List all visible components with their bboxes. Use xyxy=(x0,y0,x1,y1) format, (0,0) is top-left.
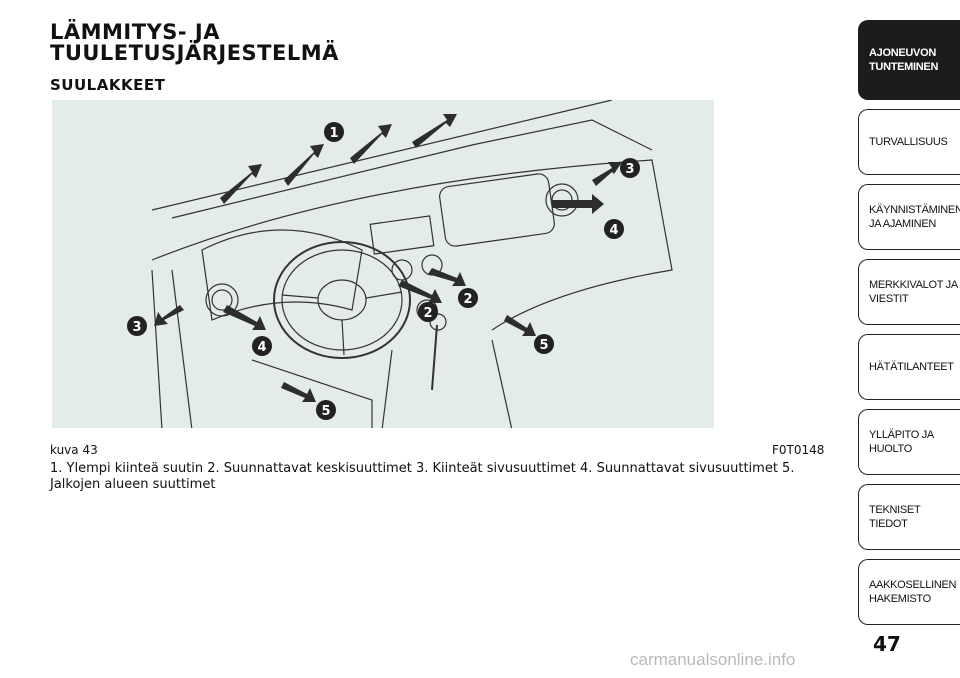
subsection-title: SUULAKKEET xyxy=(50,76,166,94)
tab-turvallisuus[interactable]: TURVALLISUUS xyxy=(858,109,960,175)
gear-lever xyxy=(431,324,438,391)
gear-knob xyxy=(429,313,447,331)
airflow-arrow-right-fixed xyxy=(592,162,622,186)
airflow-arrow-top-3 xyxy=(350,124,392,164)
title-line-1: LÄMMITYS- JA xyxy=(50,20,220,44)
left-side-vent-inner xyxy=(211,289,233,311)
dash-outline xyxy=(151,159,673,331)
center-display xyxy=(369,215,435,255)
figure-label: kuva 43 xyxy=(50,443,98,457)
left-door-panel xyxy=(151,269,193,428)
airflow-arrow-foot-right xyxy=(504,315,536,336)
tab-label: HAKEMISTO xyxy=(869,593,931,605)
tab-label: HÄTÄTILANTEET xyxy=(869,361,954,373)
dashboard-drawing xyxy=(151,100,673,428)
tab-kaynnistaminen[interactable]: KÄYNNISTÄMINEN JA AJAMINEN xyxy=(858,184,960,250)
page-number: 47 xyxy=(873,632,901,656)
airflow-arrow-top-4 xyxy=(412,114,457,148)
tab-label: TEKNISET TIEDOT xyxy=(869,504,921,530)
tab-tekniset-tiedot[interactable]: TEKNISET TIEDOT xyxy=(858,484,960,550)
dashboard-vents-illustration xyxy=(52,100,714,428)
watermark: carmanualsonline.info xyxy=(630,650,796,669)
airflow-arrow-left-side xyxy=(223,305,266,330)
tab-aakkosellinen-hakemisto[interactable]: AAKKOSELLINEN HAKEMISTO xyxy=(858,559,960,625)
tab-label: AAKKOSELLINEN xyxy=(869,579,957,591)
steering-wheel-inner xyxy=(281,249,403,351)
tab-label: KÄYNNISTÄMINEN xyxy=(869,204,960,216)
left-side-vent xyxy=(205,283,239,317)
airflow-arrow-left-fixed xyxy=(154,305,184,326)
tab-label: YLLÄPITO JA HUOLTO xyxy=(869,429,934,455)
figure-caption: 1. Ylempi kiinteä suutin 2. Suunnattavat… xyxy=(50,461,795,492)
glovebox xyxy=(439,173,555,247)
steering-spokes xyxy=(281,291,403,356)
airflow-arrow-center-2 xyxy=(428,268,466,286)
tab-label: MERKKIVALOT JA xyxy=(869,279,958,291)
figure-code: F0T0148 xyxy=(772,443,825,457)
tab-label: AJONEUVON xyxy=(869,47,936,59)
chapter-tabs: AJONEUVON TUNTEMINEN TURVALLISUUS KÄYNNIS… xyxy=(858,20,960,634)
dash-top-edge xyxy=(171,119,653,219)
tab-label: TUNTEMINEN xyxy=(869,61,939,73)
tab-hatatilanteet[interactable]: HÄTÄTILANTEET xyxy=(858,334,960,400)
lower-dash-edge xyxy=(251,359,373,428)
airflow-arrow-foot-left xyxy=(281,382,316,402)
steering-wheel xyxy=(273,241,411,359)
tab-ajoneuvon-tunteminen[interactable]: AJONEUVON TUNTEMINEN xyxy=(858,20,960,100)
title-line-2: TUULETUSJÄRJESTELMÄ xyxy=(50,41,339,65)
section-title: LÄMMITYS- JA TUULETUSJÄRJESTELMÄ xyxy=(50,22,339,64)
lower-console xyxy=(381,339,513,428)
tab-label: TURVALLISUUS xyxy=(869,136,948,148)
steering-hub xyxy=(317,279,367,321)
tab-label: VIESTIT xyxy=(869,293,909,305)
tab-label: JA AJAMINEN xyxy=(869,218,936,230)
airflow-arrow-top-2 xyxy=(284,144,324,186)
tab-merkkivalot[interactable]: MERKKIVALOT JA VIESTIT xyxy=(858,259,960,325)
airflow-arrow-right-side xyxy=(552,194,604,214)
airflow-arrow-center-1 xyxy=(398,280,442,303)
airflow-arrow-top-1 xyxy=(220,164,262,204)
instrument-cluster xyxy=(201,229,363,321)
tab-yllapito-huolto[interactable]: YLLÄPITO JA HUOLTO xyxy=(858,409,960,475)
